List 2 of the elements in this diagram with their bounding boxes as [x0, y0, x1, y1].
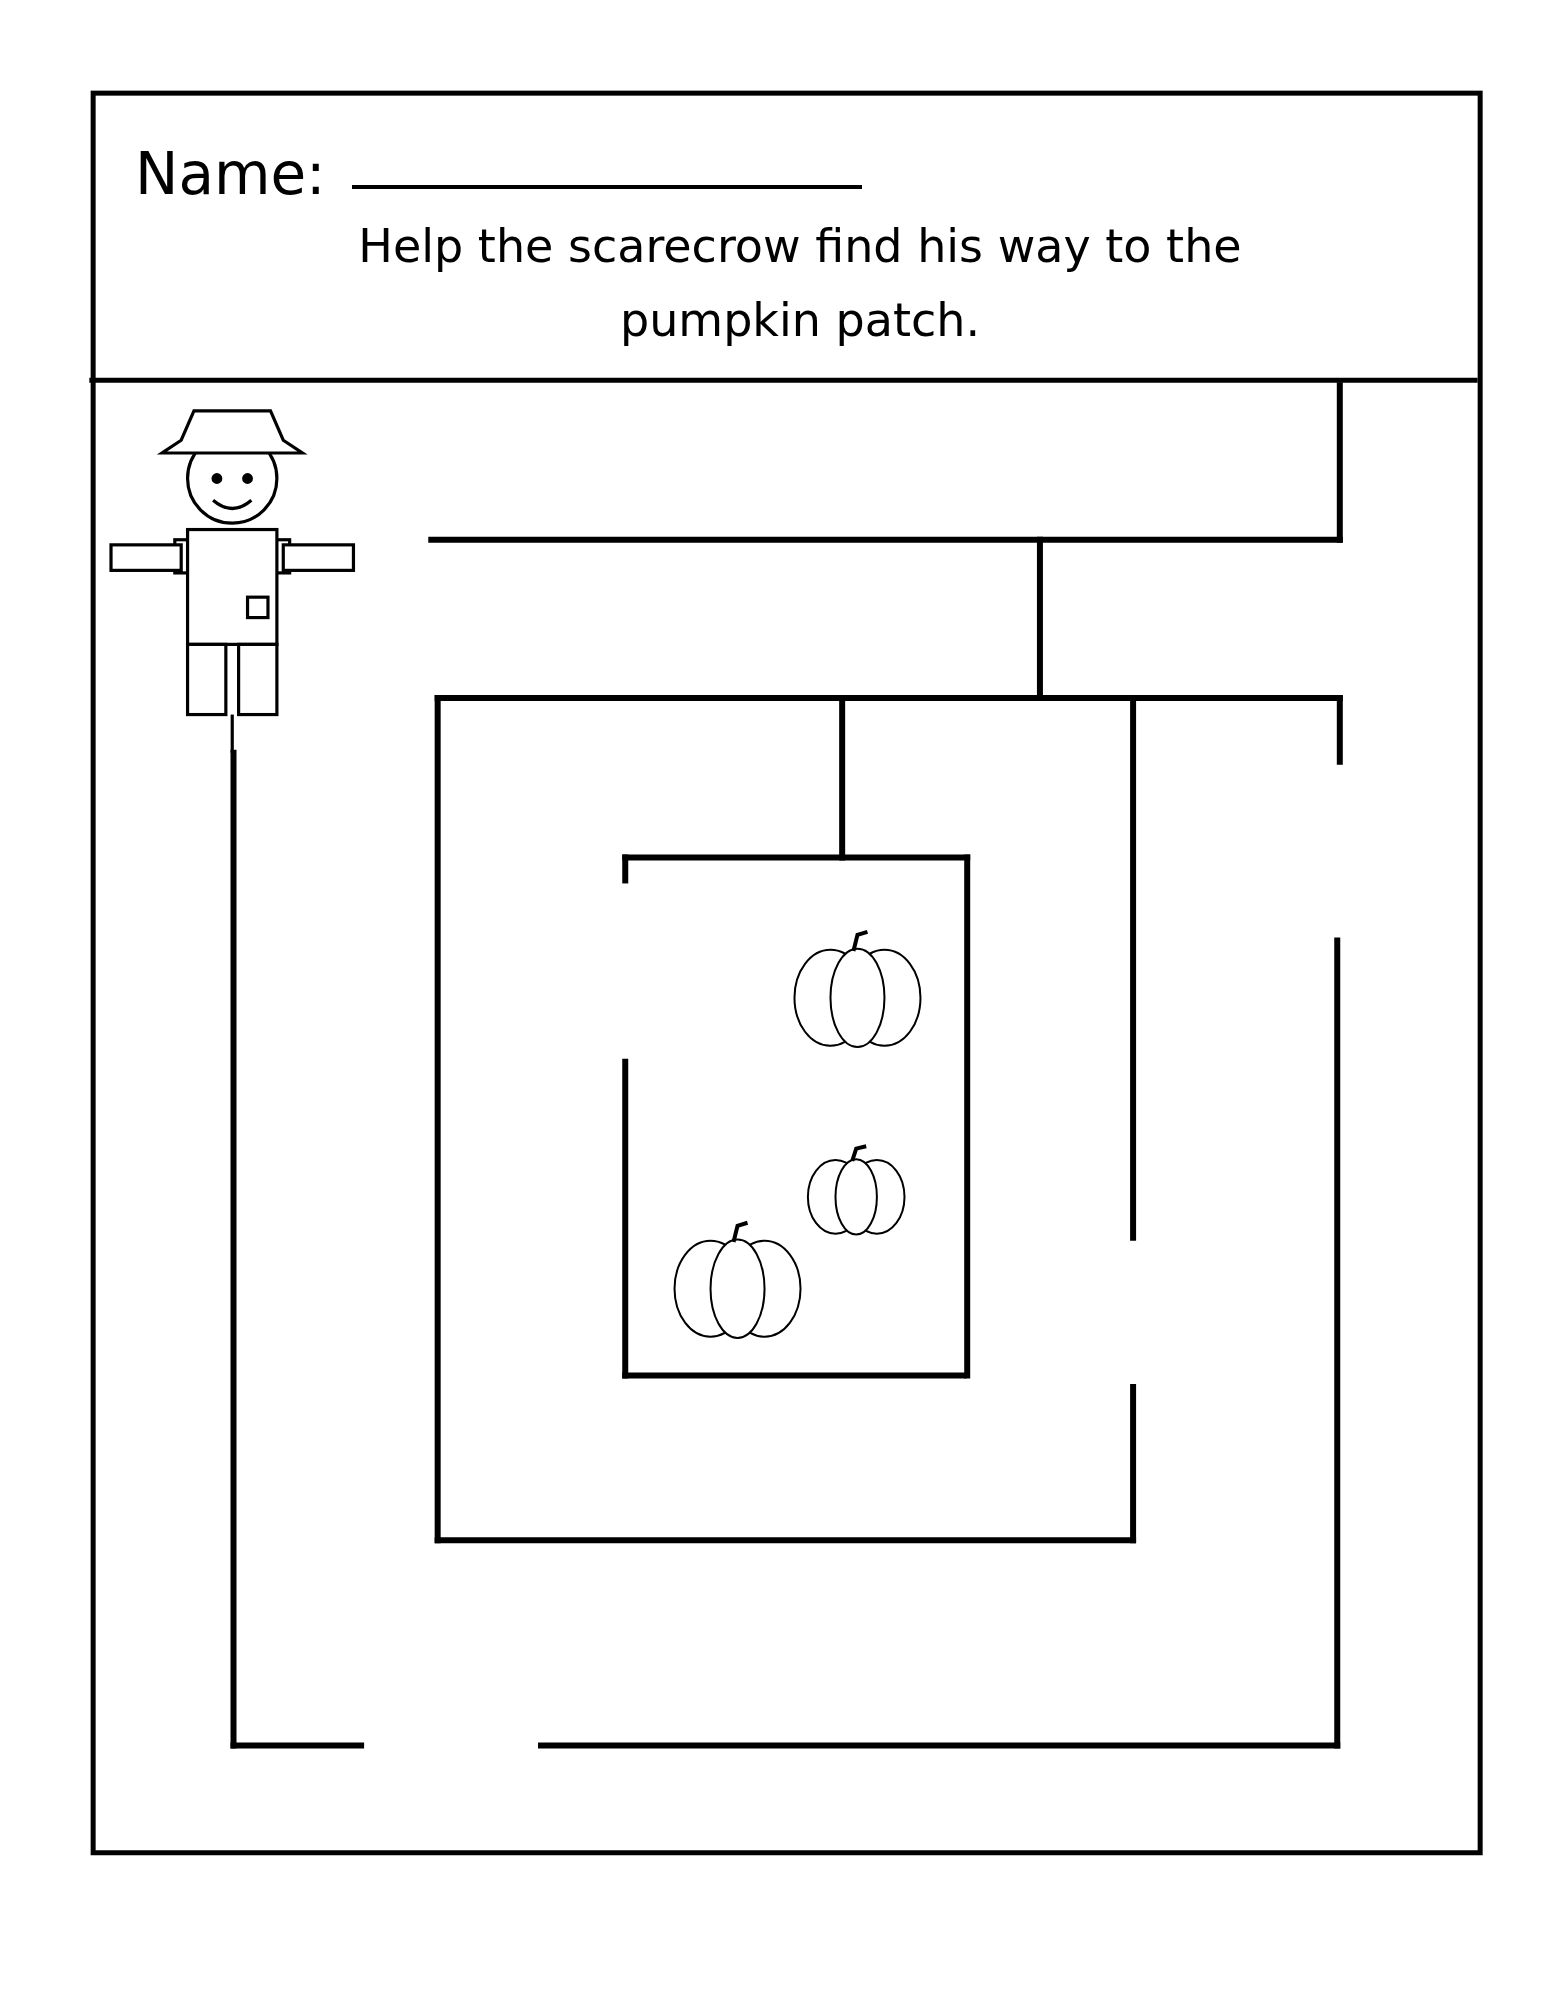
- name-label: Name:: [135, 139, 327, 210]
- instruction-text: Help the scarecrow find his way to the pumpkin patch.: [357, 218, 1243, 349]
